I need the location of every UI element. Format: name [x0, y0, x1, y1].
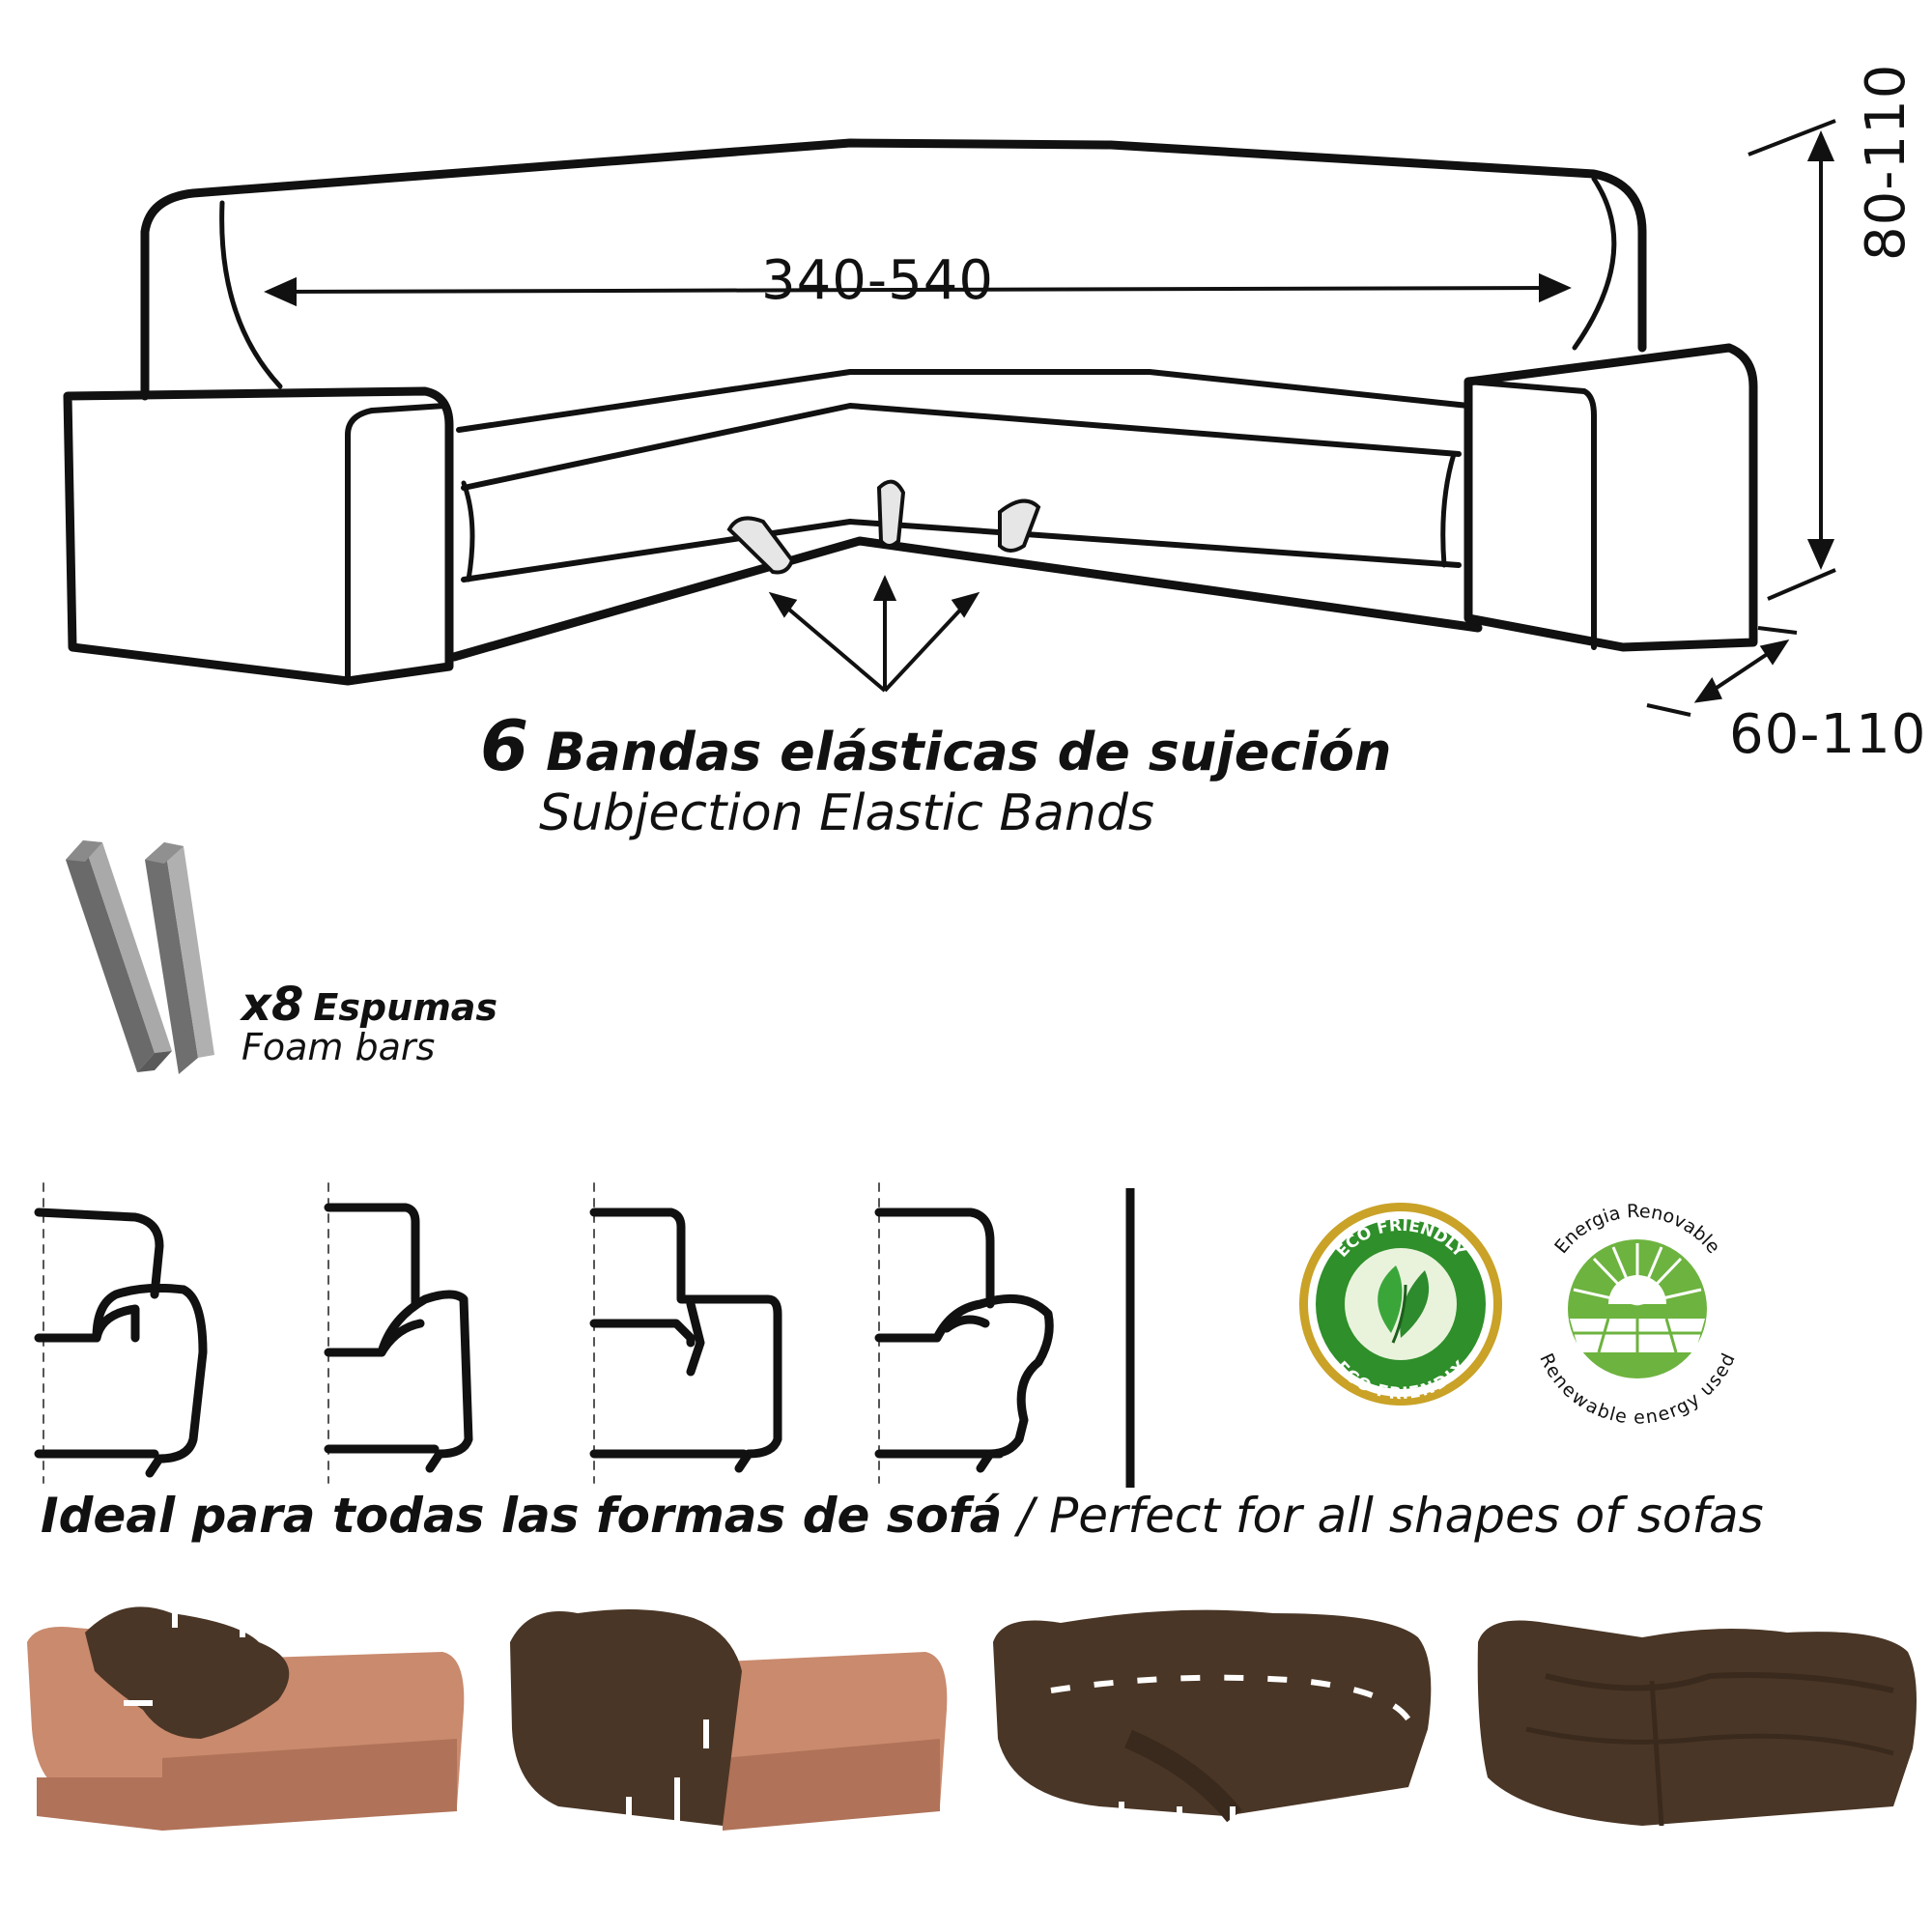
foam-text-es: Espumas — [313, 986, 498, 1029]
caption-en: Perfect for all shapes of sofas — [1049, 1488, 1764, 1544]
bands-title-es: 6 Bandas elásticas de sujeción — [480, 705, 1391, 786]
renewable-energy-badge-icon — [1568, 1239, 1707, 1378]
photo-step-1 — [27, 1599, 465, 1831]
photo-step-3 — [993, 1609, 1432, 1840]
foam-bars-icon — [66, 840, 214, 1074]
photo-step-2 — [510, 1609, 948, 1831]
caption-es: Ideal para todas las formas de sofá — [41, 1488, 1003, 1544]
height-dimension-label: 80-110 — [1855, 63, 1918, 261]
right-arm — [1463, 343, 1758, 652]
elastic-bands-icon — [726, 479, 1041, 575]
bands-count: 6 — [480, 705, 529, 786]
arm-shapes — [34, 1182, 1054, 1484]
bands-text-es: Bandas elásticas de sujeción — [546, 722, 1392, 782]
bands-title-en: Subjection Elastic Bands — [539, 784, 1154, 842]
width-dimension-label: 340-540 — [761, 249, 994, 312]
caption-separator: / — [1002, 1488, 1050, 1544]
left-arm — [63, 386, 454, 686]
photo-step-4 — [1477, 1620, 1917, 1827]
shapes-caption: Ideal para todas las formas de sofá / Pe… — [41, 1488, 1764, 1544]
sofa-back-outline — [140, 138, 1647, 401]
foam-title-en: Foam bars — [242, 1026, 436, 1068]
foam-count: x8 — [242, 978, 304, 1032]
eco-friendly-badge-icon — [1299, 1203, 1502, 1406]
depth-dimension-label: 60-110 — [1729, 703, 1927, 766]
